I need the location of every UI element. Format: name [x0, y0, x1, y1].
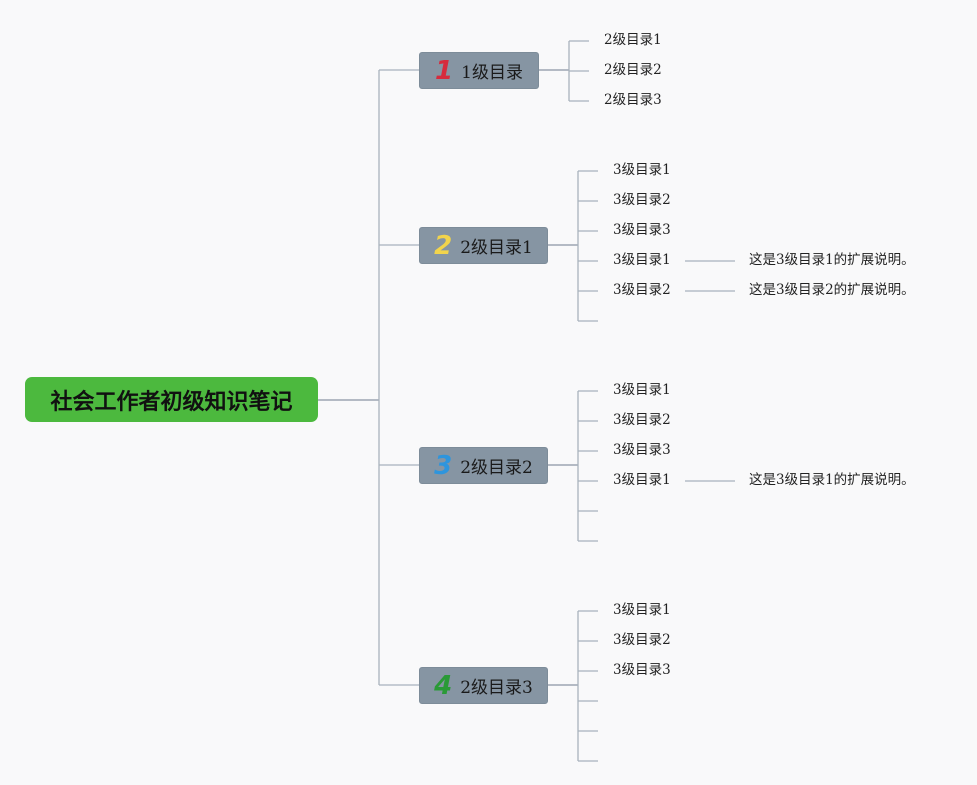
subtopic-note[interactable]: 这是3级目录1的扩展说明。 [749, 252, 915, 268]
priority-3-icon: 3 [434, 450, 453, 481]
subtopic[interactable]: 3级目录1 [613, 602, 671, 618]
subtopic[interactable]: 3级目录3 [613, 222, 671, 238]
subtopic[interactable]: 3级目录2 [613, 632, 671, 648]
subtopic[interactable]: 3级目录2 [613, 192, 671, 208]
subtopic[interactable]: 3级目录2 [613, 412, 671, 428]
branch-topic-label: 2级目录2 [460, 458, 533, 478]
subtopic-note[interactable]: 这是3级目录1的扩展说明。 [749, 472, 915, 488]
branch-topic-3[interactable]: 3 2级目录2 [419, 447, 548, 484]
subtopic[interactable]: 3级目录1 [613, 252, 671, 268]
subtopic[interactable]: 3级目录1 [613, 382, 671, 398]
subtopic[interactable]: 3级目录1 [613, 162, 671, 178]
root-topic-label: 社会工作者初级知识笔记 [50, 389, 293, 415]
root-topic[interactable]: 社会工作者初级知识笔记 [25, 377, 318, 422]
subtopic[interactable]: 2级目录1 [604, 32, 662, 48]
branch-topic-label: 2级目录1 [460, 238, 533, 258]
subtopic[interactable]: 2级目录2 [604, 62, 662, 78]
subtopic[interactable]: 2级目录3 [604, 92, 662, 108]
priority-2-icon: 2 [434, 230, 453, 261]
branch-topic-label: 2级目录3 [460, 678, 533, 698]
subtopic[interactable]: 3级目录3 [613, 442, 671, 458]
branch-topic-4[interactable]: 4 2级目录3 [419, 667, 548, 704]
priority-1-icon: 1 [435, 55, 454, 86]
branch-topic-label: 1级目录 [461, 63, 523, 83]
subtopic[interactable]: 3级目录3 [613, 662, 671, 678]
priority-4-icon: 4 [434, 670, 453, 701]
subtopic[interactable]: 3级目录1 [613, 472, 671, 488]
branch-topic-2[interactable]: 2 2级目录1 [419, 227, 548, 264]
subtopic-note[interactable]: 这是3级目录2的扩展说明。 [749, 282, 915, 298]
branch-topic-1[interactable]: 1 1级目录 [419, 52, 539, 89]
subtopic[interactable]: 3级目录2 [613, 282, 671, 298]
